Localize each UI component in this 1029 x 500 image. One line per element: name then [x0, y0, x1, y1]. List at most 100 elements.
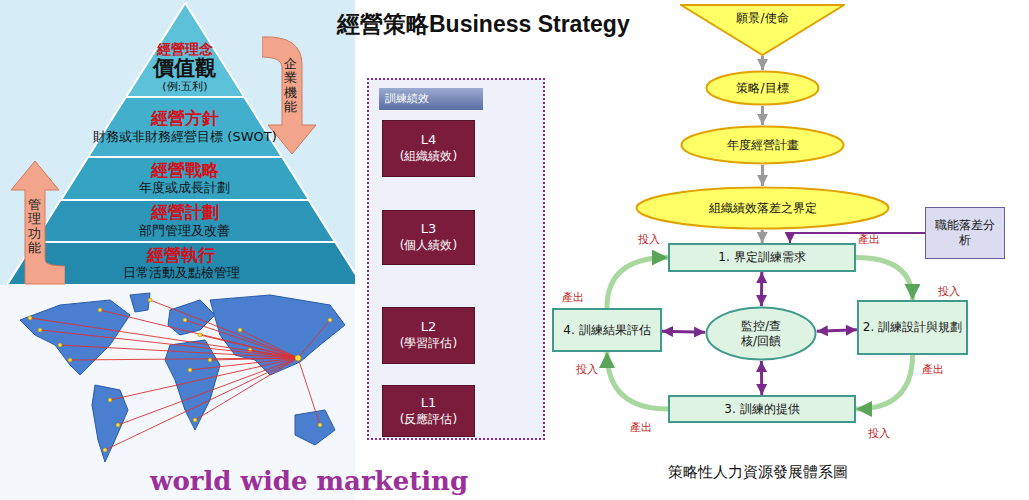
node-text: 職能落差分析 — [934, 218, 996, 248]
city-dot — [183, 318, 187, 322]
process-box: 2. 訓練設計與規劃 — [857, 300, 968, 355]
trade-route — [70, 358, 298, 360]
trade-route — [150, 300, 298, 358]
node-text: 經營執行 — [147, 246, 215, 266]
level-box: L4(組織績效) — [382, 120, 475, 177]
node-text: 訓練績效 — [379, 88, 483, 110]
pyramid-band: 經營計劃部門管理及改善 — [34, 200, 335, 242]
ellipse-fill — [637, 188, 889, 229]
trade-route — [118, 358, 298, 425]
node-text: L1 — [421, 395, 437, 412]
process-box: 4. 訓練結果評估 — [552, 308, 662, 352]
connector — [662, 330, 705, 334]
continent — [168, 300, 215, 335]
flow-label: 產出 — [630, 420, 652, 435]
band-fill — [34, 200, 335, 242]
ellipse-fill — [682, 127, 844, 164]
trade-route — [210, 358, 298, 360]
trade-route — [298, 320, 330, 358]
caption: 策略性人力資源發展體系圖 — [668, 463, 848, 482]
node-text: 4. 訓練結果評估 — [563, 323, 650, 338]
plan-ellipse: 年度經營計畫 — [680, 125, 845, 165]
node-text: 2. 訓練設計與規劃 — [863, 320, 962, 335]
node-text: 經營計劃 — [151, 203, 219, 223]
node-text: 管理功能 — [28, 198, 41, 255]
trade-route — [30, 318, 298, 358]
triangle-fill — [681, 5, 844, 55]
level-box: L2(學習評估) — [382, 307, 475, 364]
band-fill — [61, 157, 309, 200]
trade-route — [100, 310, 298, 358]
node-text: 年度或成長計劃 — [139, 180, 230, 196]
vision-triangle: 願景/使命 — [680, 4, 845, 56]
node-text: (例:五利) — [162, 80, 207, 93]
world-map — [20, 293, 345, 462]
city-dot — [238, 328, 242, 332]
node-text: 經營理念 — [157, 41, 213, 57]
pyramid-band: 經營戰略年度或成長計劃 — [61, 157, 309, 200]
connector — [790, 233, 925, 243]
trade-routes — [28, 298, 332, 452]
connector — [760, 272, 763, 306]
ellipse-fill — [707, 72, 819, 105]
continent — [130, 293, 150, 312]
trade-route — [110, 358, 298, 400]
node-text: 3. 訓練的提供 — [724, 402, 799, 417]
goal-ellipse: 策略/目標 — [705, 70, 820, 106]
node-text: 企業機能 — [284, 57, 297, 114]
flow-label: 投入 — [638, 232, 660, 247]
node-text: 部門管理及改善 — [139, 223, 230, 239]
node-text: L4 — [421, 132, 437, 149]
level-box: L3(個人績效) — [382, 210, 475, 265]
node-text: 組織績效落差之界定 — [709, 201, 817, 216]
band-fill — [88, 97, 282, 157]
connector — [856, 355, 912, 409]
node-text: (個人績效) — [400, 238, 457, 254]
node-text: L3 — [421, 221, 437, 238]
flow-label: 產出 — [858, 232, 880, 247]
trade-route — [195, 358, 298, 420]
flow-label: 產出 — [922, 362, 944, 377]
node-text: 經營戰略 — [151, 161, 219, 181]
node-text: 價值觀 — [153, 57, 216, 80]
training-panel: 訓練績效L4(組織績效)L3(個人績效)L2(學習評估)L1(反應評估) — [367, 78, 545, 440]
monitor-ellipse: 監控/查核/回饋 — [705, 306, 817, 361]
curved-arrow: 管理功能 — [5, 160, 65, 285]
flow-label: 投入 — [868, 426, 890, 441]
trade-route — [40, 330, 298, 358]
node-text: (學習評估) — [400, 336, 457, 352]
arrow-fill — [11, 161, 65, 284]
node-text: L2 — [421, 319, 437, 336]
city-dot — [193, 418, 197, 422]
city-dot — [188, 368, 192, 372]
city-dot — [328, 318, 332, 322]
flow-label: 產出 — [562, 290, 584, 305]
connector — [856, 258, 912, 301]
flow-label: 投入 — [576, 362, 598, 377]
node-text: 財務或非財務經營目標 (SWOT) — [93, 129, 277, 145]
city-dot — [68, 358, 72, 362]
process-box: 3. 訓練的提供 — [668, 395, 856, 423]
trade-route — [105, 358, 298, 450]
node-text: 日常活動及點檢管理 — [123, 265, 240, 281]
connector — [607, 258, 668, 309]
city-dot — [108, 398, 112, 402]
continent — [295, 410, 335, 445]
continent — [20, 300, 130, 375]
pyramid-band: 經營理念價值觀(例:五利) — [126, 3, 244, 97]
node-text: 1. 界定訓練需求 — [718, 250, 805, 265]
city-dot — [148, 298, 152, 302]
gap-analysis-box: 職能落差分析 — [925, 207, 1005, 259]
connector — [607, 352, 668, 409]
hub-dot — [295, 355, 301, 361]
node-text: 策略/目標 — [736, 81, 788, 96]
city-dot — [38, 328, 42, 332]
connector — [817, 330, 857, 332]
connector — [761, 230, 764, 243]
node-text: (組織績效) — [400, 149, 457, 165]
watermark: world wide marketing — [150, 466, 468, 496]
process-box: 1. 界定訓練需求 — [668, 243, 856, 272]
city-dot — [198, 333, 202, 337]
connector — [761, 165, 764, 186]
